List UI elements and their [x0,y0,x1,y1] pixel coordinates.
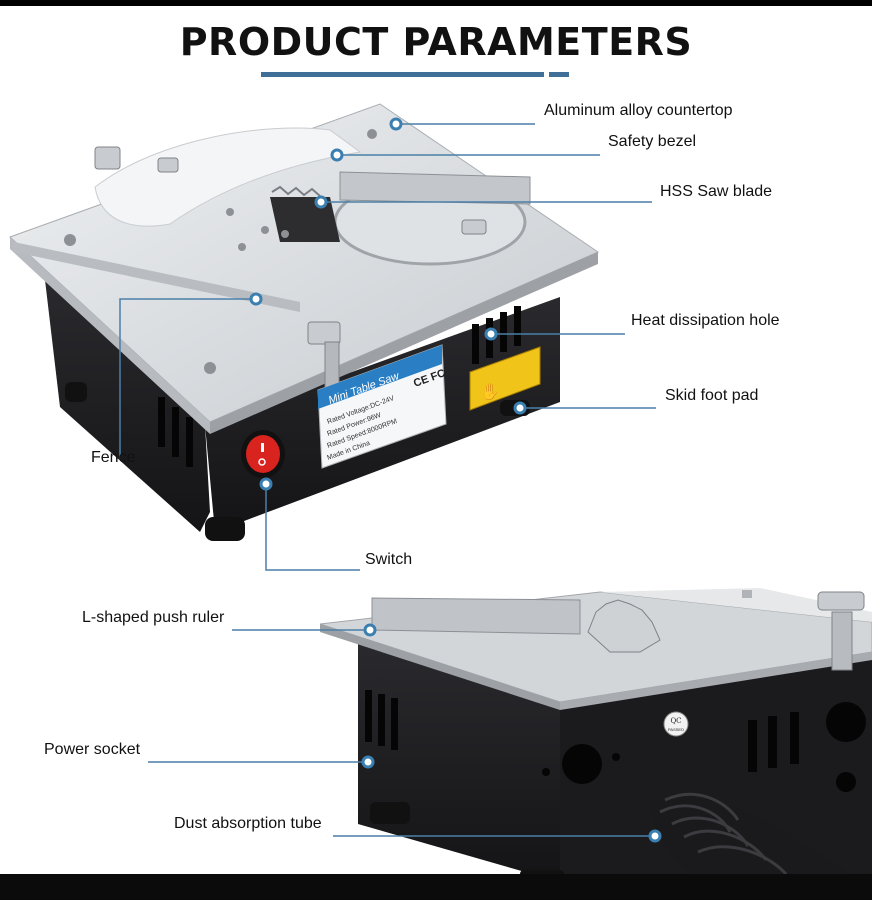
wing-nut [817,591,865,611]
dust-absorption-tube [650,792,851,874]
vent-slots [365,690,799,772]
push-ruler [339,171,531,205]
saw-body-back [560,652,872,874]
foot-pad [205,517,245,541]
table-saw-top-view: Mini Table Saw Rated Voltage:DC-24V Rate… [9,103,600,541]
foot-pad [370,802,410,824]
fence-clamp [831,611,853,671]
label-heat-dissipation-hole: Heat dissipation hole [631,312,780,329]
l-shaped-push-ruler [371,597,581,635]
foot-pad [65,382,87,402]
wing-nut [94,146,487,345]
warning-sticker [469,346,541,411]
label-skid-foot-pad: Skid foot pad [665,387,759,404]
label-switch: Switch [365,551,413,568]
title-underline-accent [549,72,569,77]
exhaust-port [826,702,866,742]
qc-passed-text: PASSED [668,727,684,732]
safety-bezel [94,127,362,227]
screw-holes [64,129,377,374]
table-saw-back-view: QC PASSED [319,588,872,874]
callout-leader-lines [119,123,656,837]
warning-hand-icon: ✋ [480,382,500,401]
label-power-socket: Power socket [44,741,141,758]
label-safety-bezel: Safety bezel [608,133,697,150]
title-underline [261,72,544,77]
power-switch [246,435,280,473]
power-socket [562,744,602,784]
label-dust-absorption-tube: Dust absorption tube [174,815,322,832]
saw-body-left [45,280,210,532]
callout-dots [249,117,662,843]
fence [14,242,300,312]
bottom-bar [0,874,872,900]
label-l-shaped-push-ruler: L-shaped push ruler [82,609,225,626]
label-fence: Fence [91,449,136,466]
plate-edge [210,252,598,434]
vent-slots [158,397,193,467]
spec-label-header [318,345,442,409]
page-title: PRODUCT PARAMETERS [179,20,693,64]
saw-blade [270,197,340,242]
label-aluminum-countertop: Aluminum alloy countertop [544,102,733,119]
saw-blade [587,599,661,653]
sheet-background: PRODUCT PARAMETERS [0,6,872,874]
product-illustration: Mini Table Saw Rated Voltage:DC-24V Rate… [9,103,872,874]
qc-text: QC [670,717,681,725]
plate-edge [10,237,210,434]
label-hss-saw-blade: HSS Saw blade [660,183,773,200]
qc-sticker [663,711,689,737]
foot-pad [520,870,564,874]
spec-label [317,344,447,469]
